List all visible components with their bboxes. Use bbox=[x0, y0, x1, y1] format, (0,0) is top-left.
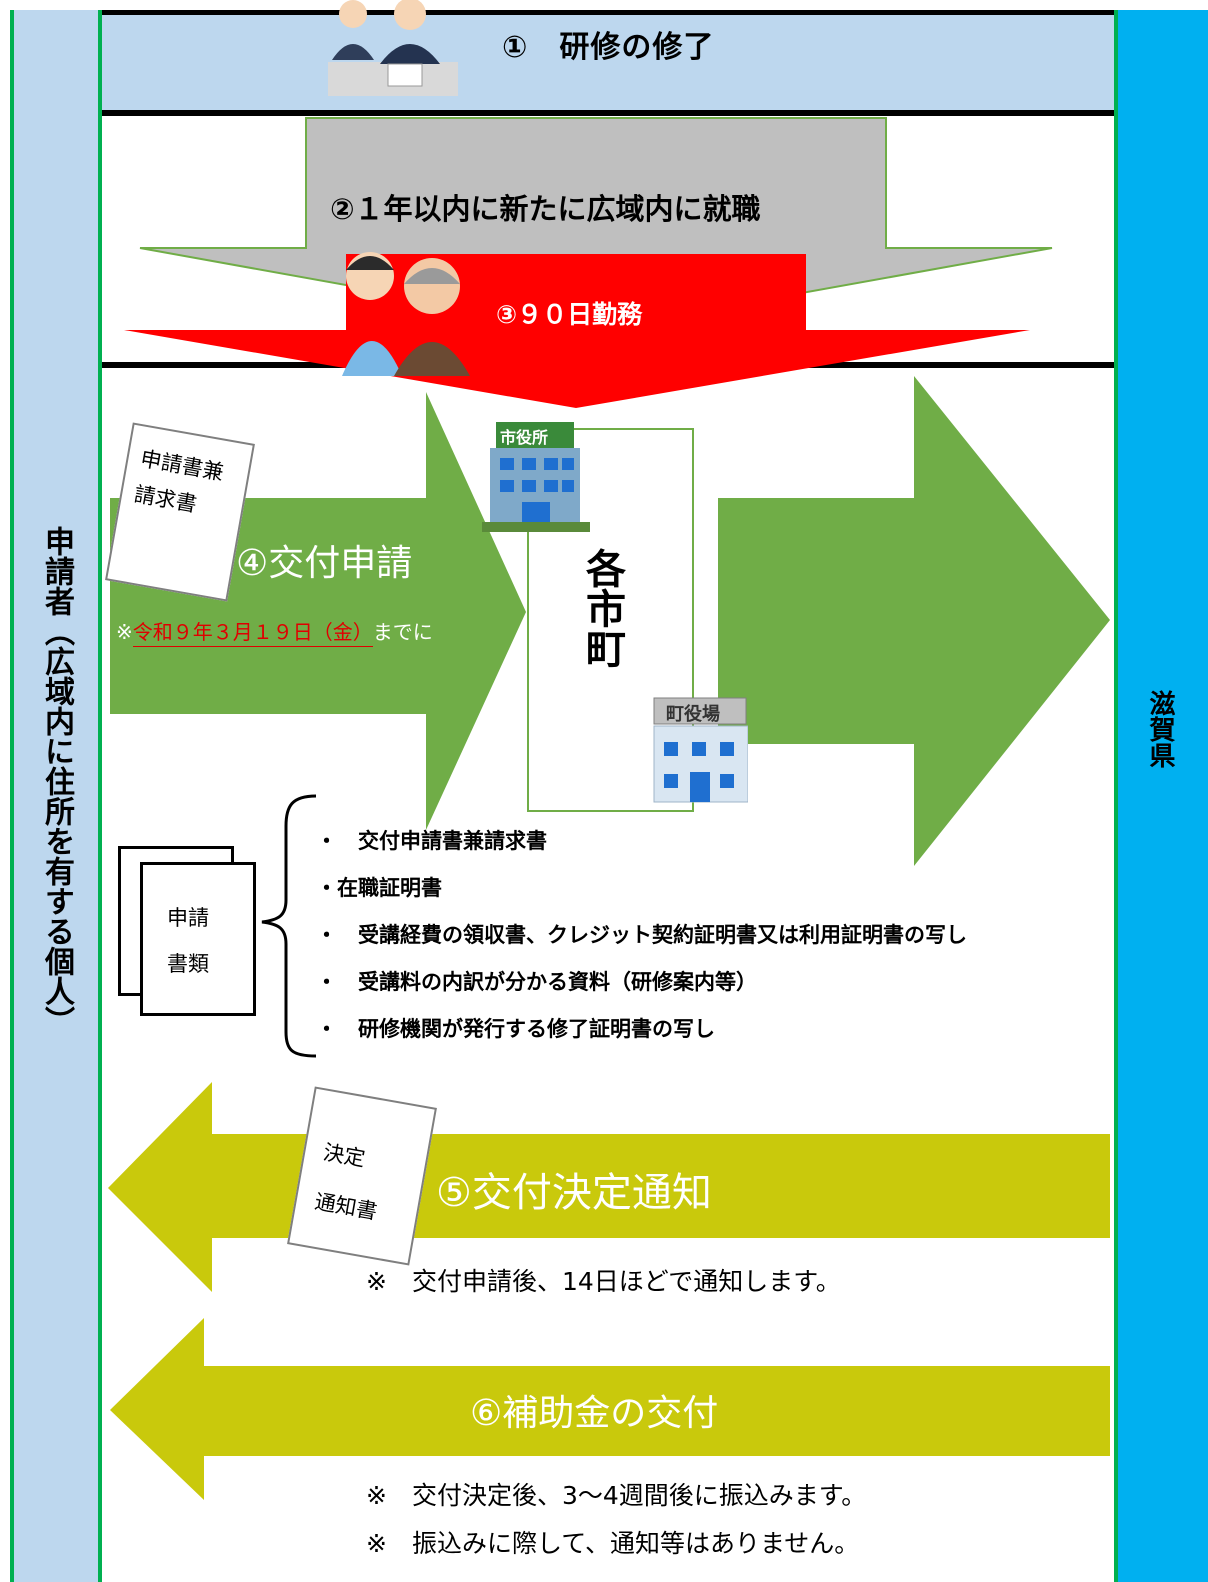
city-label: 各市町 bbox=[579, 548, 625, 668]
step6-note-2: ※ 振込みに際して、通知等はありません。 bbox=[366, 1529, 860, 1558]
prefecture-label: 滋賀県 bbox=[1145, 690, 1175, 768]
document-item-2: ・在職証明書 bbox=[316, 876, 442, 900]
step1-label: ① 研修の修了 bbox=[502, 30, 715, 65]
docs-front-paper: 申請 書類 bbox=[140, 862, 256, 1016]
caregiver-illustration bbox=[332, 236, 472, 376]
step6-arrow bbox=[110, 1318, 1110, 1500]
step6-label: ⑥補助金の交付 bbox=[470, 1393, 719, 1434]
step2-label: ②１年以内に新たに広域内に就職 bbox=[330, 192, 761, 226]
document-item-1: ・ 交付申請書兼請求書 bbox=[316, 829, 547, 853]
step3-label: ③９０日勤務 bbox=[496, 300, 643, 329]
document-list: ・ 交付申請書兼請求書 ・在職証明書 ・ 受講経費の領収書、クレジット契約証明書… bbox=[316, 818, 967, 1053]
city-hall-sign: 市役所 bbox=[500, 428, 549, 447]
deadline-note: ※令和９年３月１９日（金）までに bbox=[116, 616, 433, 647]
deadline-suffix: までに bbox=[372, 620, 433, 644]
town-hall-sign: 町役場 bbox=[666, 704, 720, 725]
deadline-date: 令和９年３月１９日（金） bbox=[132, 620, 373, 647]
prefecture-column bbox=[1114, 10, 1208, 1582]
application-form-text: 申請書兼 請求書 bbox=[132, 446, 226, 517]
city-to-prefecture-arrow bbox=[718, 376, 1110, 866]
document-item-5: ・ 研修機関が発行する修了証明書の写し bbox=[316, 1017, 715, 1041]
docs-text: 申請 書類 bbox=[167, 906, 209, 976]
town-hall-icon: 町役場 bbox=[652, 696, 749, 806]
decision-notice-text: 決定 通知書 bbox=[312, 1140, 380, 1224]
step1-band bbox=[102, 10, 1114, 116]
deadline-prefix: ※ bbox=[116, 620, 133, 644]
city-hall-icon: 市役所 bbox=[482, 418, 590, 534]
step5-note: ※ 交付申請後、14日ほどで通知します。 bbox=[366, 1267, 841, 1296]
step6-note-1: ※ 交付決定後、3～4週間後に振込みます。 bbox=[366, 1481, 867, 1510]
document-item-4: ・ 受講料の内訳が分かる資料（研修案内等） bbox=[316, 970, 757, 994]
applicant-label: 申請者（広域内に住所を有する個人） bbox=[39, 526, 74, 1036]
step4-label: ④交付申請 bbox=[236, 543, 413, 584]
step5-label: ⑤交付決定通知 bbox=[436, 1170, 712, 1216]
applicant-column bbox=[10, 10, 102, 1582]
step3-arrow bbox=[124, 254, 1030, 408]
brace bbox=[261, 794, 317, 1058]
officials-illustration bbox=[318, 0, 460, 100]
document-item-3: ・ 受講経費の領収書、クレジット契約証明書又は利用証明書の写し bbox=[316, 923, 967, 947]
